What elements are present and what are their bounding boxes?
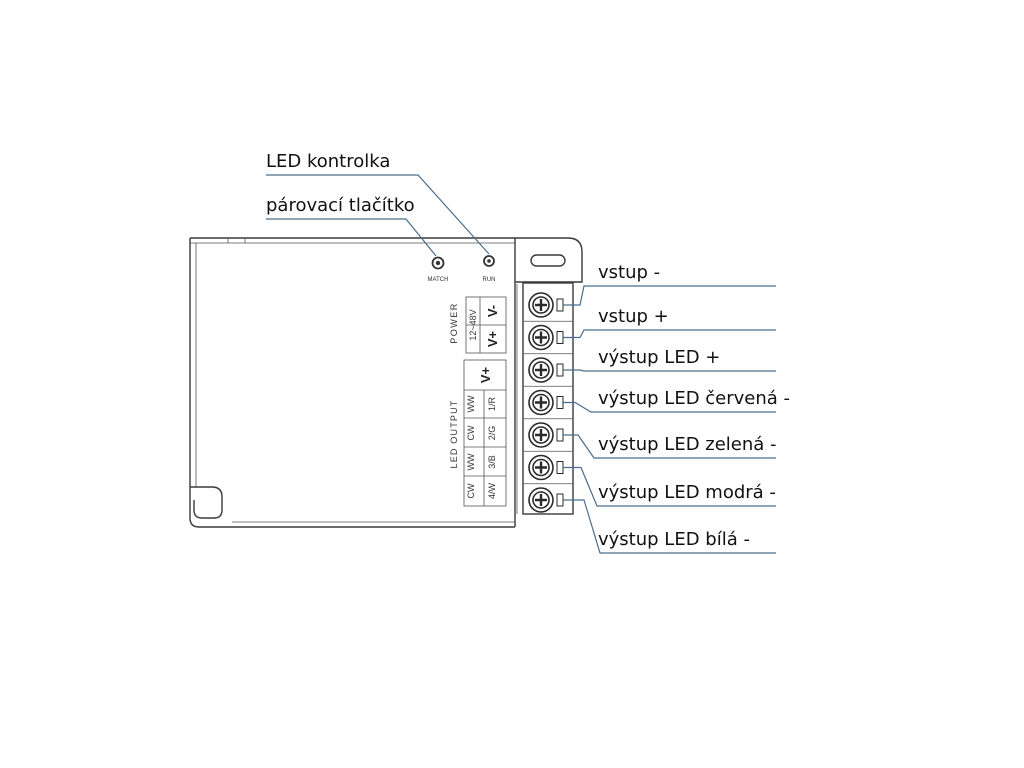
terminal-screw[interactable] [528,422,554,448]
power-title: POWER [449,302,459,344]
terminal-label: vstup - [598,262,660,283]
terminal-leader-line [563,369,776,372]
terminal-leader-line [563,499,776,554]
terminal-block-housing [514,237,583,527]
terminal-label: výstup LED bílá - [598,529,750,550]
terminal-leader-line [563,401,776,413]
terminal-label: výstup LED zelená - [598,434,777,455]
match-label: MATCH [428,277,449,283]
terminal-leaders [563,285,776,554]
terminal-leader-line [563,285,776,306]
terminal-block [522,282,574,515]
terminal-screw[interactable] [528,487,554,513]
terminal-label: výstup LED modrá - [598,482,776,503]
terminal-label: vstup + [598,306,669,327]
output-color-code: CW [466,483,476,498]
led-indicator-label: LED kontrolka [266,151,390,172]
device-body [189,237,515,528]
output-channel-code: 2/G [487,426,497,441]
output-channel-code: 3/B [487,455,497,469]
terminal-labels: vstup - vstup + výstup LED + výstup LED čer… [598,262,790,550]
terminal-label: výstup LED + [598,347,720,368]
terminal-leader-line [563,466,776,507]
terminal-screw[interactable] [528,292,554,318]
run-label: RUN [483,277,496,283]
terminal-screw[interactable] [528,389,554,416]
output-color-code: WW [466,395,476,412]
terminal-leader-line [563,329,776,339]
device-panel: MATCH RUN POWER 12~48V V- V+ LED OUTPUT … [428,255,507,507]
terminal-screws [523,292,573,513]
power-voltage: 12~48V [468,309,478,340]
power-v-plus: V+ [485,330,500,347]
terminal-leader-line [563,434,776,459]
output-channel-code: 4/W [487,483,497,500]
led-output-title: LED OUTPUT [449,399,459,468]
output-color-code: WW [466,453,476,470]
pair-button-label: párovací tlačítko [266,195,415,216]
output-channel-code: 1/R [487,397,497,412]
terminal-label: výstup LED červená - [598,388,790,409]
top-callouts: LED kontrolka párovací tlačítko [266,151,490,257]
terminal-screw[interactable] [528,454,554,481]
output-color-code: CW [466,425,476,440]
mounting-slot [530,254,566,267]
terminal-screw[interactable] [528,357,554,383]
terminal-screw[interactable] [528,324,554,351]
output-v-plus: V+ [478,366,493,383]
power-v-minus: V- [485,305,500,317]
